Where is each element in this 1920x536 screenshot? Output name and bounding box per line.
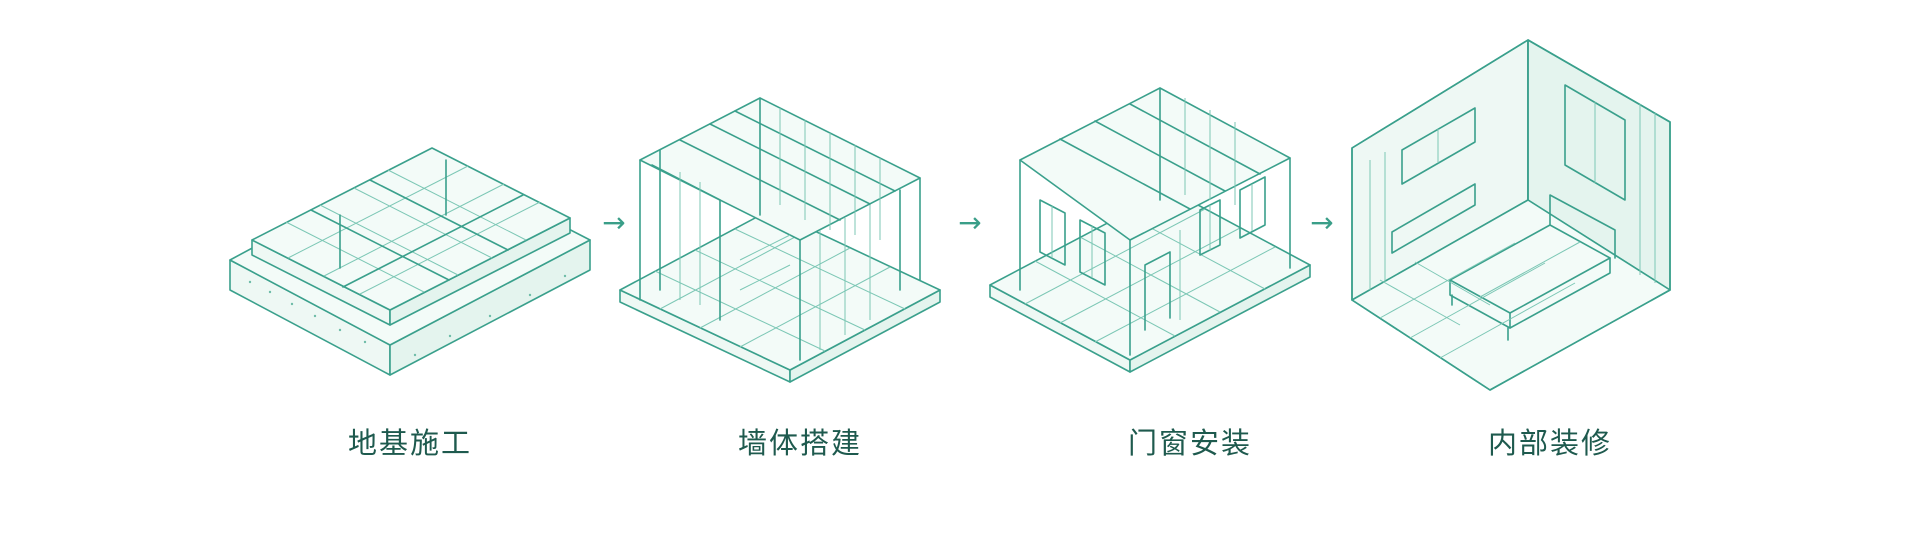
- step-label: 内部装修: [1487, 426, 1612, 460]
- step-interior: 内部装修: [1340, 0, 1760, 536]
- arrow-right-icon: →: [1310, 206, 1334, 239]
- arrow-right-icon: →: [602, 206, 626, 239]
- wall-frame-icon: [619, 97, 941, 383]
- soil-dots: [248, 274, 567, 357]
- step-door-window: 门窗安装: [980, 0, 1400, 536]
- step-wall-framing: 墙体搭建: [590, 0, 1010, 536]
- step-label: 门窗安装: [1127, 426, 1252, 460]
- interior-icon: [1351, 39, 1671, 391]
- step-label: 墙体搭建: [737, 426, 862, 460]
- step-foundation: 地基施工: [200, 0, 620, 536]
- door-window-icon: [989, 87, 1311, 373]
- foundation-icon: [229, 147, 591, 376]
- arrow-right-icon: →: [958, 206, 982, 239]
- step-label: 地基施工: [347, 426, 472, 460]
